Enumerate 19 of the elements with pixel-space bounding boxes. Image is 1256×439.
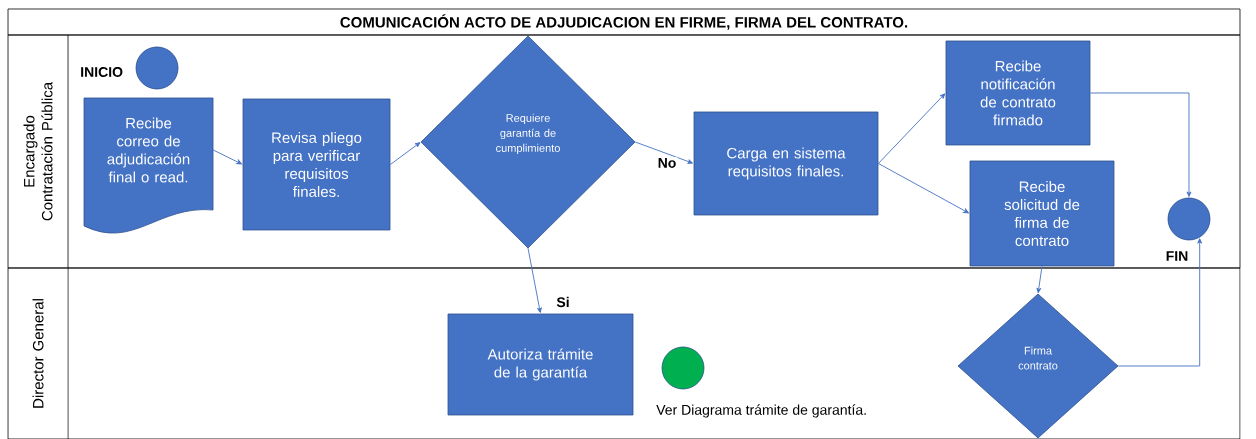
arrow	[1089, 92, 1192, 197]
terminal-label: Ver Diagrama trámite de garantía.	[656, 404, 866, 418]
process-box: Revisa pliego para verificar requisitos finales.	[242, 98, 391, 231]
arrow	[212, 149, 243, 165]
process-box: Recibe notificación de contrato firmado	[945, 40, 1091, 146]
title: COMUNICACIÓN ACTO DE ADJUDICACION EN FIRME, FIRMA DEL CONTRATO.	[7, 8, 1241, 36]
arrow	[877, 93, 946, 164]
edge-label: No	[656, 157, 678, 169]
arrow	[634, 141, 693, 164]
arrow	[1036, 265, 1043, 294]
process-box: Autoriza trámite de la garantía	[447, 313, 634, 416]
arrow	[527, 247, 542, 313]
process-box: Recibe solicitud de firma de contrato	[969, 160, 1115, 267]
arrow	[1117, 238, 1203, 367]
arrow	[389, 142, 421, 165]
terminal-label: INICIO	[81, 67, 123, 77]
process-box: Carga en sistema requisitos finales.	[693, 111, 879, 216]
arrow	[877, 163, 970, 214]
terminal-label: FIN	[1166, 251, 1188, 261]
